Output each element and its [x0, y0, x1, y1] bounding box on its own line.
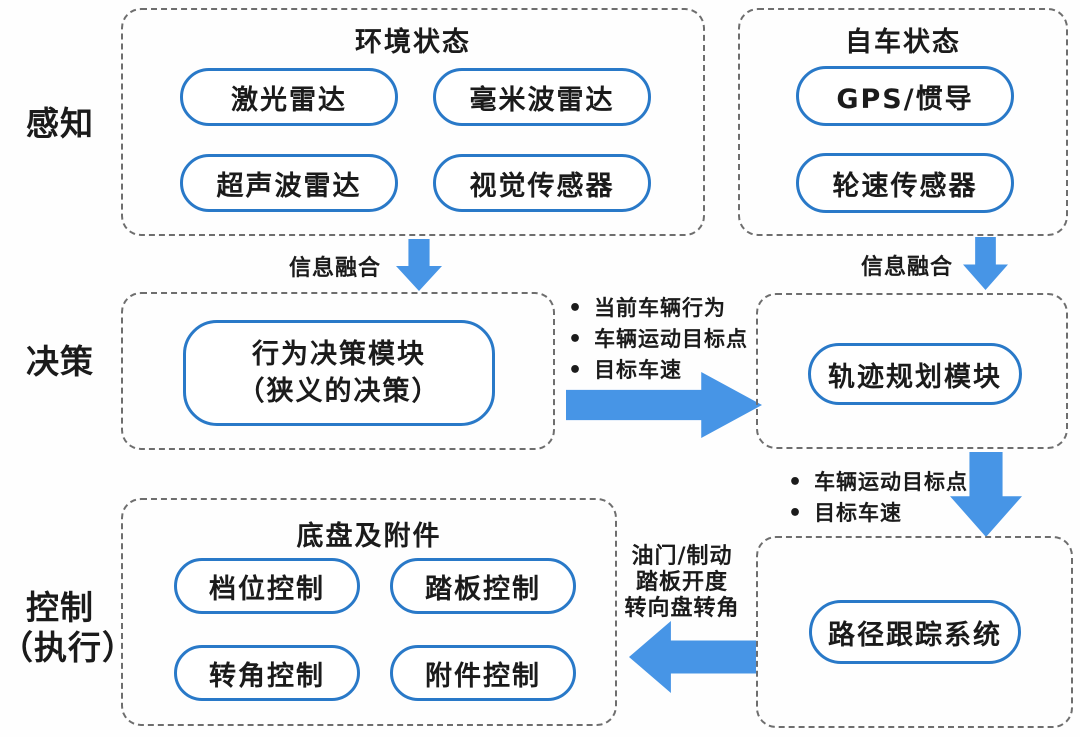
node-steering-angle-control: 转角控制	[174, 645, 360, 701]
stage-label-decision: 决策	[26, 342, 94, 381]
node-pedal-control: 踏板控制	[390, 558, 576, 614]
node-wheel-speed-sensor: 轮速传感器	[796, 153, 1014, 213]
node-gear-control: 档位控制	[174, 558, 360, 614]
trajectory-output-item: 车辆运动目标点	[788, 467, 968, 498]
ego-state-title: 自车状态	[845, 27, 961, 58]
trajectory-output-item: 目标车速	[788, 498, 968, 529]
fusion-label-left: 信息融合	[289, 256, 382, 281]
path-tracking-group: 路径跟踪系统	[756, 536, 1073, 728]
decision-outputs-list: 当前车辆行为 车辆运动目标点 目标车速	[568, 293, 748, 386]
node-vision-sensor: 视觉传感器	[433, 154, 651, 212]
fusion-label-right: 信息融合	[861, 255, 954, 280]
ego-state-group: 自车状态 GPS/惯导 轮速传感器	[738, 8, 1068, 236]
control-signals-line2: 踏板开度	[635, 570, 728, 595]
trajectory-outputs-list: 车辆运动目标点 目标车速	[788, 467, 968, 529]
node-lidar: 激光雷达	[180, 68, 398, 126]
stage-label-control-line2: （执行）	[0, 628, 136, 667]
stage-label-control: 控制 （执行）	[0, 588, 136, 668]
behavior-decision-line2: （狭义的决策）	[237, 376, 441, 407]
control-signals-line1: 油门/制动	[631, 544, 733, 569]
stage-label-perception: 感知	[26, 104, 94, 143]
node-gps-ins: GPS/惯导	[796, 66, 1014, 126]
behavior-decision-group: 行为决策模块 （狭义的决策）	[121, 292, 555, 450]
node-path-tracking-system: 路径跟踪系统	[809, 600, 1021, 664]
path-tracking-to-chassis-arrow-icon	[629, 621, 756, 693]
fusion-arrow-down-left-icon	[396, 239, 442, 291]
env-state-group: 环境状态 激光雷达 毫米波雷达 超声波雷达 视觉传感器	[121, 8, 705, 236]
chassis-group: 底盘及附件 档位控制 踏板控制 转角控制 附件控制	[121, 498, 617, 726]
stage-label-control-line1: 控制	[26, 588, 94, 627]
decision-output-item: 车辆运动目标点	[568, 324, 748, 355]
node-trajectory-planning-module: 轨迹规划模块	[808, 343, 1022, 405]
decision-output-item: 当前车辆行为	[568, 293, 748, 324]
trajectory-planning-group: 轨迹规划模块	[756, 293, 1068, 449]
env-state-title: 环境状态	[355, 27, 471, 58]
decision-output-item: 目标车速	[568, 355, 748, 386]
behavior-decision-line1: 行为决策模块	[252, 339, 426, 370]
control-signals-label: 油门/制动 踏板开度 转向盘转角	[606, 544, 758, 622]
fusion-arrow-down-right-icon	[963, 237, 1008, 290]
node-mmwave-radar: 毫米波雷达	[433, 68, 651, 126]
node-behavior-decision-module: 行为决策模块 （狭义的决策）	[183, 320, 495, 426]
chassis-title: 底盘及附件	[296, 521, 442, 552]
control-signals-line3: 转向盘转角	[624, 596, 740, 621]
node-accessory-control: 附件控制	[390, 645, 576, 701]
node-ultrasonic-radar: 超声波雷达	[180, 154, 398, 212]
